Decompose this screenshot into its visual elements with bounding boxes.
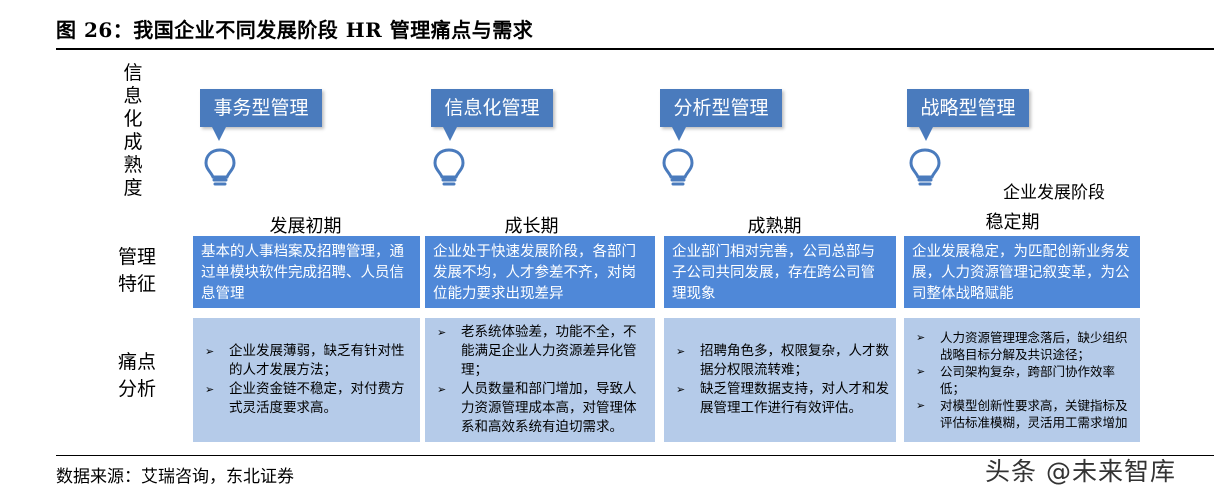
x-axis-label: 企业发展阶段 (1003, 183, 1105, 203)
list-item: 缺乏管理数据支持，对人才和发展管理工作进行有效评估。 (674, 380, 890, 418)
list-item: 人力资源管理理念落后，缺少组织战略目标分解及共识途径； (914, 329, 1134, 363)
row-label-pain: 痛点 分析 (117, 351, 156, 400)
callout-tail-stage-4 (919, 127, 933, 141)
pain-box-stage-2: 老系统体验差，功能不全，不能满足企业人力资源差异化管理； 人员数量和部门增加，导… (425, 318, 655, 442)
callout-tail-stage-2 (443, 127, 457, 141)
callout-stage-2: 信息化管理 (431, 89, 553, 127)
list-item: 企业发展薄弱，缺乏有针对性的人才发展方法； (203, 342, 414, 380)
title-rule (56, 48, 1214, 50)
stage-name-2: 成长期 (504, 216, 559, 237)
source-note: 数据来源：艾瑞咨询，东北证券 (56, 467, 294, 487)
watermark: 头条 @未来智库 (985, 457, 1176, 486)
callout-stage-1: 事务型管理 (200, 89, 322, 127)
lightbulb-icon (204, 148, 236, 186)
footer-rule (56, 455, 1214, 456)
stage-name-3: 成熟期 (747, 216, 802, 237)
pain-box-stage-1: 企业发展薄弱，缺乏有针对性的人才发展方法； 企业资金链不稳定，对付费方式灵活度要… (193, 318, 420, 442)
stage-name-4: 稳定期 (985, 212, 1040, 233)
pain-box-stage-3: 招聘角色多，权限复杂，人才数据分权限流转难； 缺乏管理数据支持，对人才和发展管理… (664, 318, 896, 442)
pain-box-stage-4: 人力资源管理理念落后，缺少组织战略目标分解及共识途径； 公司架构复杂，跨部门协作… (904, 318, 1140, 442)
callout-stage-4: 战略型管理 (907, 89, 1029, 127)
row-label-management: 管理 特征 (117, 246, 156, 295)
lightbulb-icon (909, 148, 941, 186)
y-axis-label: 信 息 化 成 熟 度 (123, 62, 143, 199)
feature-box-stage-2: 企业处于快速发展阶段，各部门发展不均，人才参差不齐，对岗位能力要求出现差异 (425, 236, 655, 308)
feature-box-stage-1: 基本的人事档案及招聘管理，通过单模块软件完成招聘、人员信息管理 (193, 236, 420, 308)
list-item: 企业资金链不稳定，对付费方式灵活度要求高。 (203, 380, 414, 418)
lightbulb-icon (433, 148, 465, 186)
stage-name-1: 发展初期 (269, 216, 342, 237)
callout-tail-stage-3 (672, 127, 686, 141)
feature-box-stage-3: 企业部门相对完善，公司总部与子公司共同发展，存在跨公司管理现象 (664, 236, 896, 308)
callout-stage-3: 分析型管理 (660, 89, 782, 127)
list-item: 人员数量和部门增加，导致人力资源管理成本高，对管理体系和高效系统有迫切需求。 (435, 380, 649, 437)
lightbulb-icon (662, 148, 694, 186)
list-item: 公司架构复杂，跨部门协作效率低； (914, 363, 1134, 397)
list-item: 招聘角色多，权限复杂，人才数据分权限流转难； (674, 342, 890, 380)
callout-tail-stage-1 (212, 127, 226, 141)
list-item: 老系统体验差，功能不全，不能满足企业人力资源差异化管理； (435, 323, 649, 380)
feature-box-stage-4: 企业发展稳定，为匹配创新业务发展，人力资源管理记叙变革，为公司整体战略赋能 (904, 236, 1140, 308)
figure-title: 图 26：我国企业不同发展阶段 HR 管理痛点与需求 (56, 18, 534, 42)
list-item: 对模型创新性要求高，关键指标及评估标准模糊，灵活用工需求增加 (914, 397, 1134, 431)
